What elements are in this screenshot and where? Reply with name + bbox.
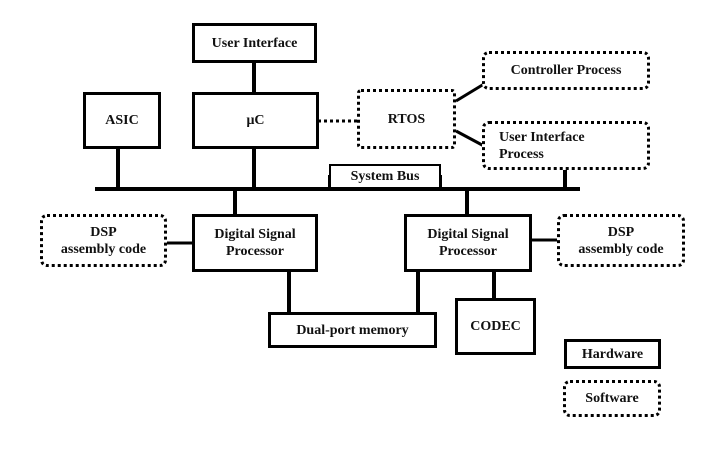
legend-hardware-swatch: Hardware <box>564 339 661 369</box>
rtos-controller-link <box>455 82 485 103</box>
dsp-code-left-block: DSP assembly code <box>40 214 167 267</box>
system-bus-label-box: System Bus <box>329 164 441 189</box>
system-bus-label: System Bus <box>350 169 420 184</box>
legend-hardware-label: Hardware <box>581 346 644 362</box>
user-interface-block: User Interface <box>192 23 317 63</box>
codec-block: CODEC <box>455 298 536 355</box>
dsp-code-right-line1: DSP <box>607 224 635 240</box>
dsp-code-left-line2: assembly code <box>60 241 147 257</box>
controller-process-block: Controller Process <box>482 51 650 90</box>
rtos-block: RTOS <box>357 89 456 149</box>
dsp-right-label-line2: Processor <box>438 244 498 259</box>
dsp-left-block: Digital Signal Processor <box>192 214 318 272</box>
dsp-left-label-line1: Digital Signal <box>214 227 296 242</box>
asic-label: ASIC <box>105 113 139 128</box>
user-interface-label: User Interface <box>211 35 298 51</box>
dual-port-memory-block: Dual-port memory <box>268 312 437 348</box>
legend-software-label: Software <box>585 391 639 406</box>
ui-process-block: User Interface Process <box>482 121 650 170</box>
ui-process-label-line2: Process <box>499 146 544 162</box>
dsp-code-right-line2: assembly code <box>578 241 664 257</box>
dsp-right-block: Digital Signal Processor <box>404 214 532 272</box>
ui-process-label-line1: User Interface <box>499 129 585 145</box>
dsp-right-label-line1: Digital Signal <box>427 227 509 242</box>
controller-process-label: Controller Process <box>510 63 622 78</box>
dsp-left-label-line2: Processor <box>225 244 285 259</box>
codec-label: CODEC <box>470 319 521 334</box>
legend-software-swatch: Software <box>563 380 661 417</box>
asic-block: ASIC <box>83 92 161 149</box>
rtos-ui-process-link <box>455 129 485 148</box>
rtos-label: RTOS <box>387 111 426 127</box>
dsp-code-right-block: DSP assembly code <box>557 214 685 267</box>
dsp-code-left-line1: DSP <box>90 224 117 240</box>
microcontroller-block: μC <box>192 92 319 149</box>
dual-port-memory-label: Dual-port memory <box>296 322 409 338</box>
microcontroller-label: μC <box>246 113 265 128</box>
